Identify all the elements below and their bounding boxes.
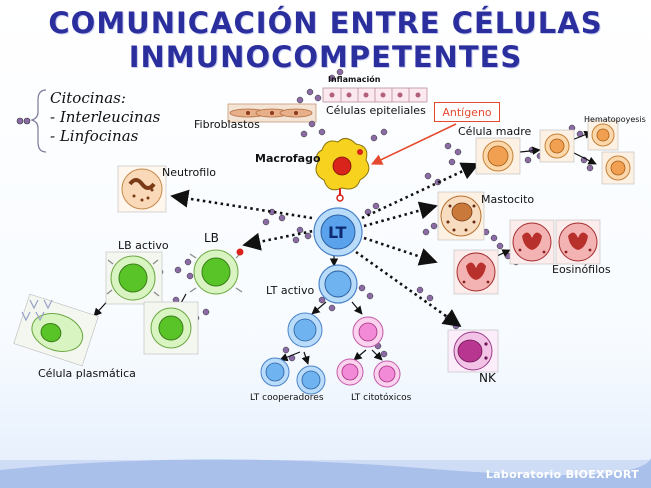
label-inflamacion: Inflamación: [328, 75, 381, 84]
macrophage-cell: [315, 138, 370, 202]
legend-cytokine-dots: [16, 117, 31, 125]
lb-cell: [189, 248, 244, 295]
label-lb: LB: [204, 231, 219, 245]
label-antigeno: Antígeno: [434, 102, 500, 122]
label-fibroblastos: Fibroblastos: [194, 118, 260, 131]
label-celula-madre: Célula madre: [458, 125, 532, 138]
stem-cell: [475, 137, 521, 175]
slide-title-line2: INMUNOCOMPETENTES: [128, 40, 523, 74]
legend-item-lymphokines: - Linfocinas: [50, 127, 139, 145]
label-celula-plasmatica: Célula plasmática: [38, 367, 136, 380]
label-lt-citotoxicos: LT citotóxicos: [351, 393, 412, 403]
cytokine-legend: Citocinas: - Interleucinas - Linfocinas: [50, 89, 160, 146]
footer-credit: Laboratorio BIOEXPORT: [485, 468, 639, 481]
label-lt-activo: LT activo: [266, 284, 315, 297]
fibroblasts-image: [227, 103, 317, 123]
lt-cytotoxic-cells: [336, 316, 401, 388]
lb-active-cell: [105, 251, 163, 305]
label-lb-activo: LB activo: [118, 239, 169, 252]
lt-active-cell: [318, 264, 358, 304]
legend-item-interleukins: - Interleucinas: [50, 108, 161, 126]
footer-wave: [0, 458, 651, 488]
legend-heading: Citocinas:: [50, 89, 126, 107]
label-lt-cooperadores: LT cooperadores: [250, 393, 324, 403]
mast-cell: [437, 191, 485, 241]
lb-daughter-cell: [143, 301, 199, 355]
label-lt: LT: [328, 223, 347, 242]
label-eosinofilos: Eosinófilos: [552, 263, 611, 276]
legend-brace: [30, 89, 47, 153]
lt-helper-cells: [260, 312, 326, 395]
label-nk: NK: [479, 371, 496, 385]
eosinophil-cells: [453, 219, 601, 295]
nk-cell: [447, 329, 499, 373]
epithelial-cells-image: [322, 87, 428, 103]
label-neutrofilo: Neutrofilo: [162, 166, 217, 179]
label-hematopoyesis: Hematopoyesis: [584, 115, 646, 124]
label-celulas-epiteliales: Células epiteliales: [326, 104, 426, 117]
hematopoiesis-cells: [539, 119, 635, 185]
plasma-cell: [13, 293, 99, 367]
lt-cell: [313, 207, 363, 257]
label-mastocito: Mastocito: [481, 193, 535, 206]
label-macrofago: Macrofago: [255, 152, 321, 165]
antigen-arrow: [370, 123, 457, 165]
signal-arrows: [170, 162, 480, 328]
neutrophil-cell: [117, 165, 167, 213]
slide-title-line1: COMUNICACIÓN ENTRE CÉLULAS: [48, 6, 603, 40]
